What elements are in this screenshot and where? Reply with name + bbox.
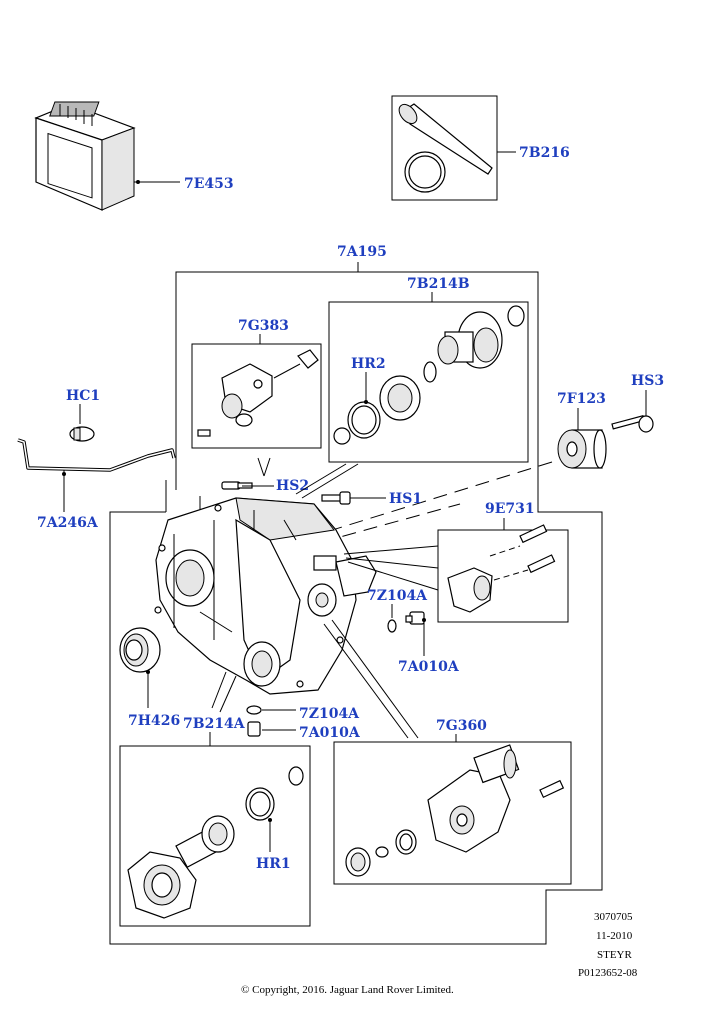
sealant-kit-7B216: [391, 95, 516, 201]
label-7G360: 7G360: [436, 718, 487, 734]
actuator-motor-7F123: [557, 429, 607, 469]
label-7B214B: 7B214B: [407, 276, 470, 292]
sensor-7G383: [197, 349, 319, 437]
footer-maker: STEYR: [597, 949, 633, 961]
actuator-7G360: [345, 744, 565, 877]
kit-box-7B214B: [328, 301, 529, 463]
control-module-7E453: [34, 101, 180, 211]
label-7B214A: 7B214A: [183, 716, 246, 732]
footer-ref: P0123652-08: [578, 967, 638, 979]
assembly-outline-7A195: [175, 262, 359, 490]
kit-box-7G360: [333, 741, 572, 885]
clip-HC1: [69, 426, 95, 442]
label-7G383: 7G383: [238, 318, 289, 334]
kit-box-7G383: [191, 343, 322, 449]
label-7Z104A-upper: 7Z104A: [367, 588, 428, 604]
o-ring-7Z104A-lower: [246, 705, 262, 715]
label-7H426: 7H426: [128, 713, 180, 729]
kit-box-9E731: [437, 529, 569, 623]
plug-7A010A-upper: [405, 611, 425, 625]
bolt-HS1: [321, 491, 351, 505]
label-7B216: 7B216: [519, 145, 570, 161]
switch-9E731: [447, 524, 556, 613]
label-7A010A-lower: 7A010A: [299, 725, 361, 741]
o-ring-7Z104A-upper: [387, 619, 397, 633]
label-7A010A-upper: 7A010A: [398, 659, 460, 675]
output-flange-7B214B: [333, 305, 525, 445]
label-7F123: 7F123: [557, 391, 606, 407]
footer-date: 11-2010: [596, 930, 633, 942]
seal-7H426: [119, 627, 161, 673]
plug-7A010A-lower: [247, 721, 261, 737]
label-HC1: HC1: [66, 388, 100, 404]
transfer-case-housing: [154, 497, 377, 695]
label-7E453: 7E453: [184, 176, 234, 192]
label-9E731: 9E731: [485, 501, 535, 517]
label-HS2: HS2: [276, 478, 309, 494]
label-HR1: HR1: [256, 856, 291, 872]
label-HS1: HS1: [389, 491, 422, 507]
footer-code: 3070705: [594, 911, 633, 923]
label-HS3: HS3: [631, 373, 664, 389]
bolt-HS3: [611, 414, 654, 433]
label-7A195: 7A195: [337, 244, 387, 260]
label-HR2: HR2: [351, 356, 386, 372]
copyright: © Copyright, 2016. Jaguar Land Rover Lim…: [241, 984, 454, 996]
kit-box-7B214A: [119, 745, 311, 927]
label-7A246A: 7A246A: [37, 515, 99, 531]
front-flange-7B214A: [127, 766, 304, 919]
label-7Z104A-lower: 7Z104A: [299, 706, 360, 722]
